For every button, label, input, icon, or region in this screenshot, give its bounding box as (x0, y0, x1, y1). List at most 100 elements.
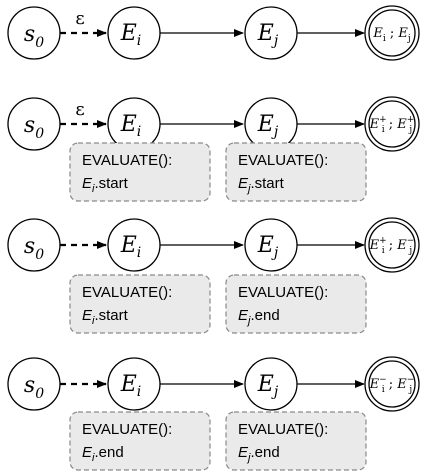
epsilon-label: ε (75, 8, 84, 29)
state-ej-base: E (257, 112, 274, 137)
final-state-label: E+i ; E−j (369, 236, 415, 256)
evaluate-box-b (225, 411, 367, 471)
state-ej-sub: j (271, 245, 279, 261)
initial-state-sub: 0 (35, 126, 44, 142)
initial-state-base: s (24, 234, 35, 259)
evaluate-box-b-line2: Ej.start (238, 175, 285, 195)
state-ei-sub: i (137, 245, 141, 261)
initial-state-base: s (24, 113, 35, 138)
final-state-inner-circle (368, 221, 416, 269)
evaluate-box-a (69, 142, 211, 202)
final-b-base: E (397, 26, 408, 41)
final-a-base: E (372, 26, 383, 41)
evaluate-suffix: .start (94, 175, 128, 192)
evaluate-var-sub: i (92, 315, 95, 327)
evaluate-suffix: .end (250, 307, 279, 324)
final-state-outer-circle (364, 356, 420, 412)
evaluate-box-a-line2: Ei.end (82, 444, 124, 464)
evaluate-var-base: E (82, 307, 93, 324)
evaluate-box-a (69, 411, 211, 471)
state-ei-sub: i (137, 124, 141, 140)
evaluate-box-b-line1: EVALUATE(): (238, 421, 328, 438)
final-b-sub: j (408, 385, 412, 395)
final-b-sub: j (407, 34, 411, 44)
final-state-outer-circle (364, 217, 420, 273)
state-ei-sub: i (137, 384, 141, 400)
evaluate-var-base: E (82, 444, 93, 461)
state-ej-base: E (257, 372, 274, 397)
state-label-ei: Ei (120, 21, 142, 49)
state-ei-base: E (120, 112, 137, 137)
evaluate-var-sub: j (246, 183, 251, 195)
evaluate-box-b-line1: EVALUATE(): (238, 284, 328, 301)
evaluate-box-a (69, 274, 211, 334)
evaluate-suffix: .start (250, 175, 284, 192)
state-ei-base: E (120, 372, 137, 397)
state-ei-base: E (120, 233, 137, 258)
final-a-base: E (369, 238, 380, 253)
state-ej-sub: j (271, 124, 279, 140)
evaluate-box-a-line1: EVALUATE(): (82, 421, 172, 438)
final-a-base: E (369, 117, 380, 132)
final-a-sub: i (383, 34, 386, 44)
final-b-base: E (396, 377, 407, 392)
state-label-ei: Ei (120, 112, 142, 140)
state-label-ej: Ej (257, 233, 279, 261)
evaluate-box-a-line1: EVALUATE(): (82, 152, 172, 169)
epsilon-label: ε (75, 99, 84, 120)
final-separator: ; (385, 117, 398, 132)
final-a-sup: − (379, 375, 387, 385)
final-separator: ; (385, 238, 398, 253)
initial-state-base: s (24, 373, 35, 398)
final-b-sup: + (407, 115, 415, 125)
final-state-outer-circle (364, 96, 420, 152)
state-ej-sub: j (271, 33, 279, 49)
final-separator: ; (385, 377, 398, 392)
evaluate-suffix: .end (250, 444, 279, 461)
state-ei-sub: i (137, 33, 141, 49)
initial-state-label: s0 (24, 373, 44, 402)
state-label-ej: Ej (257, 21, 279, 49)
final-state-inner-circle (368, 100, 416, 148)
evaluate-box-b-line2: Ej.end (238, 444, 280, 464)
evaluate-box-b (225, 142, 367, 202)
evaluate-var-sub: i (92, 183, 95, 195)
state-label-ei: Ei (120, 233, 142, 261)
state-ej-base: E (257, 21, 274, 46)
final-state-label: E−i ; E−j (369, 375, 415, 395)
final-a-sub: i (382, 246, 385, 256)
final-a-sup: + (379, 236, 387, 246)
evaluate-box-a-line2: Ei.start (82, 307, 129, 327)
initial-state-label: s0 (24, 234, 44, 263)
final-b-base: E (396, 238, 407, 253)
final-a-sub: i (382, 385, 385, 395)
final-b-sup: − (407, 375, 415, 385)
final-state-label: Ei ; Ej (372, 26, 410, 44)
final-state-outer-circle (364, 5, 420, 61)
evaluate-var-sub: i (92, 452, 95, 464)
final-state-inner-circle (368, 9, 416, 57)
final-a-sup: + (379, 115, 387, 125)
final-state-inner-circle (368, 360, 416, 408)
final-a-base: E (369, 377, 380, 392)
evaluate-suffix: .end (94, 444, 123, 461)
evaluate-var-sub: j (246, 452, 251, 464)
evaluate-box-b-line1: EVALUATE(): (238, 152, 328, 169)
evaluate-var-base: E (82, 175, 93, 192)
initial-state-label: s0 (24, 22, 44, 51)
final-a-sub: i (382, 125, 385, 135)
initial-state-sub: 0 (35, 247, 44, 263)
state-ei-base: E (120, 21, 137, 46)
evaluate-var-base: E (238, 444, 249, 461)
final-b-base: E (396, 117, 407, 132)
initial-state-base: s (24, 22, 35, 47)
evaluate-box-a-line1: EVALUATE(): (82, 284, 172, 301)
state-ej-base: E (257, 233, 274, 258)
final-separator: ; (386, 26, 399, 41)
state-label-ei: Ei (120, 372, 142, 400)
